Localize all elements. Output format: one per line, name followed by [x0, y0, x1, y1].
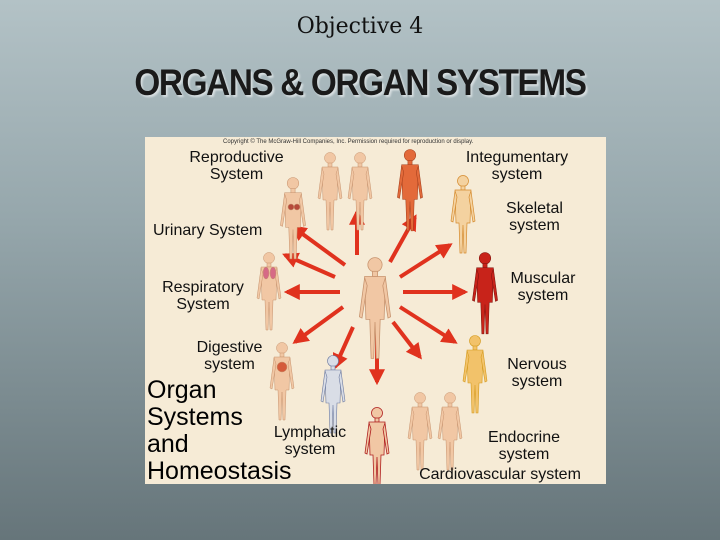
caption-line: Organ — [147, 376, 217, 404]
endocrine-bodies — [407, 392, 463, 471]
lymphatic-body — [320, 355, 346, 434]
label-urinary: Urinary System — [153, 222, 263, 239]
figure-illustration — [256, 148, 499, 484]
organ-systems-figure: Copyright © The McGraw-Hill Companies, I… — [145, 137, 606, 484]
copyright-notice: Copyright © The McGraw-Hill Companies, I… — [223, 139, 474, 145]
slide-title: ORGANS & ORGAN SYSTEMS — [134, 62, 587, 103]
cardiovascular-body — [364, 407, 390, 484]
muscular-body — [471, 251, 499, 335]
digestive-body — [269, 342, 295, 421]
skeletal-body — [450, 175, 476, 254]
figure-caption: Organ Systems and Homeostasis — [147, 376, 292, 485]
caption-line: Homeostasis — [147, 457, 292, 485]
nervous-body — [462, 335, 488, 414]
slide-subtitle: Objective 4 — [296, 14, 424, 39]
urinary-body — [287, 203, 301, 211]
integumentary-body — [396, 148, 424, 232]
label-cardiovascular: Cardiovascular system — [419, 466, 581, 483]
caption-line: Systems — [147, 403, 243, 431]
arrows — [282, 208, 469, 386]
caption-line: and — [147, 430, 189, 458]
respiratory-body — [256, 252, 282, 331]
